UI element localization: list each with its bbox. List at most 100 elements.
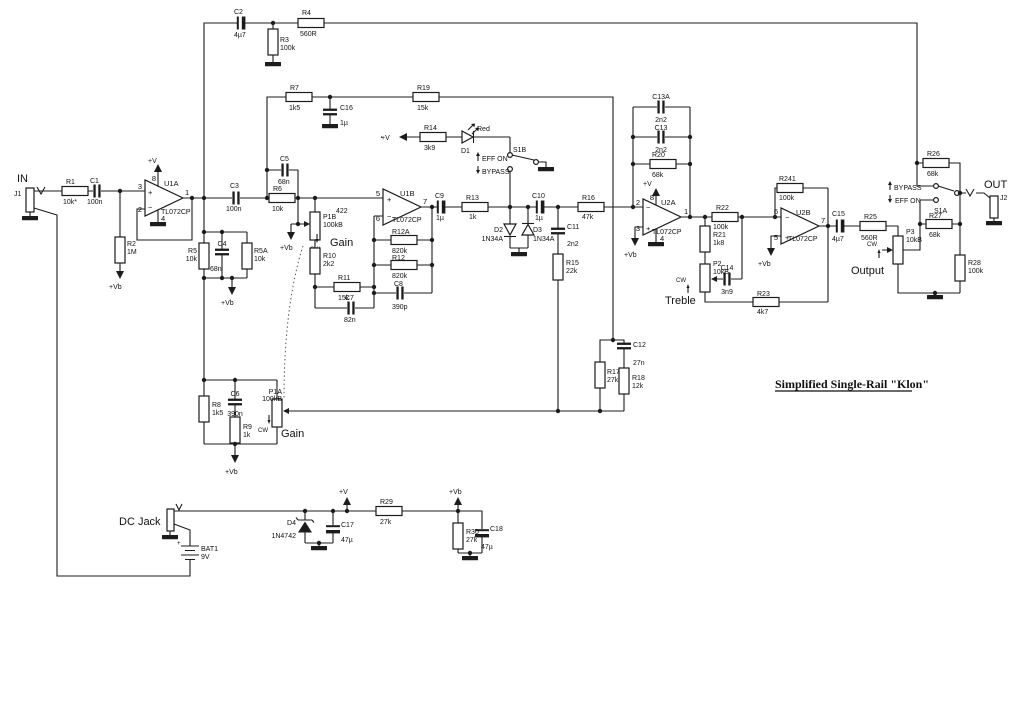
opamp-u1b: 5+ 6− 7 U1B TL072CP bbox=[376, 188, 427, 226]
svg-text:8: 8 bbox=[152, 174, 156, 183]
svg-text:3: 3 bbox=[636, 224, 640, 233]
svg-text:+Vb: +Vb bbox=[109, 284, 122, 291]
svg-text:68k: 68k bbox=[927, 171, 939, 178]
svg-text:27k: 27k bbox=[607, 377, 619, 384]
svg-text:1k8: 1k8 bbox=[713, 240, 724, 247]
svg-text:U1A: U1A bbox=[164, 179, 179, 188]
svg-text:+V: +V bbox=[643, 181, 652, 188]
svg-text:R5: R5 bbox=[188, 248, 197, 255]
svg-text:S1B: S1B bbox=[513, 147, 527, 154]
svg-text:2: 2 bbox=[138, 205, 142, 214]
switch-s1b[interactable]: EFF ON BYPASS S1B bbox=[476, 147, 554, 176]
svg-text:R20: R20 bbox=[652, 152, 665, 159]
dc-jack-label: DC Jack bbox=[119, 516, 161, 528]
svg-text:3n9: 3n9 bbox=[721, 289, 733, 296]
svg-text:1k: 1k bbox=[243, 432, 251, 439]
svg-text:R15: R15 bbox=[566, 260, 579, 267]
ground-icon bbox=[162, 535, 178, 540]
ground-icon bbox=[265, 62, 281, 67]
value: 10k* bbox=[63, 199, 77, 206]
svg-text:CW: CW bbox=[676, 278, 686, 284]
ref: R1 bbox=[66, 179, 75, 186]
svg-text:BYPASS: BYPASS bbox=[894, 185, 922, 192]
svg-text:C14: C14 bbox=[721, 265, 734, 272]
j1-ref: J1 bbox=[14, 191, 22, 198]
output-label: Output bbox=[851, 265, 884, 277]
svg-text:6: 6 bbox=[376, 214, 380, 223]
svg-text:390p: 390p bbox=[392, 304, 408, 311]
svg-text:27n: 27n bbox=[633, 360, 645, 367]
svg-text:68n: 68n bbox=[210, 266, 222, 273]
svg-text:−: − bbox=[785, 213, 790, 222]
switch-s1a[interactable]: BYPASS EFF ON S1A bbox=[888, 181, 961, 215]
vb-arrow-u2b: +Vb bbox=[758, 248, 775, 268]
ground-icon bbox=[986, 221, 1002, 226]
svg-text:100k: 100k bbox=[968, 268, 984, 275]
tip-contact bbox=[965, 188, 975, 198]
svg-text:R5A: R5A bbox=[254, 248, 268, 255]
svg-text:+: + bbox=[387, 195, 392, 204]
svg-text:100k: 100k bbox=[779, 195, 795, 202]
svg-text:R12: R12 bbox=[392, 255, 405, 262]
svg-text:100n: 100n bbox=[226, 206, 242, 213]
svg-text:R25: R25 bbox=[864, 214, 877, 221]
svg-text:+Vb: +Vb bbox=[225, 469, 238, 476]
svg-text:R4: R4 bbox=[302, 10, 311, 17]
svg-text:Simplified Single-Rail "Klon": Simplified Single-Rail "Klon" bbox=[775, 377, 929, 391]
svg-text:2n2: 2n2 bbox=[567, 241, 579, 248]
svg-text:+Vb: +Vb bbox=[449, 489, 462, 496]
svg-text:10k: 10k bbox=[272, 206, 284, 213]
in-label: IN bbox=[17, 173, 28, 185]
opamp-u2a: +V 2− 3+ 84 1 U2A TL072CP bbox=[636, 181, 688, 247]
svg-text:U2A: U2A bbox=[661, 198, 676, 207]
svg-text:+: + bbox=[148, 188, 153, 197]
svg-text:+: + bbox=[785, 233, 790, 242]
schematic-title: Simplified Single-Rail "Klon" bbox=[775, 377, 929, 392]
svg-text:C7: C7 bbox=[345, 295, 354, 302]
svg-text:10k: 10k bbox=[186, 256, 198, 263]
svg-text:C16: C16 bbox=[340, 105, 353, 112]
svg-text:R9: R9 bbox=[243, 424, 252, 431]
svg-text:1µ: 1µ bbox=[436, 215, 444, 222]
input-jack: IN J1 bbox=[14, 173, 46, 221]
svg-text:R30: R30 bbox=[466, 529, 479, 536]
ground-icon bbox=[927, 295, 943, 300]
svg-text:10kB: 10kB bbox=[713, 269, 729, 276]
ground-icon bbox=[22, 216, 38, 221]
junction-dots bbox=[117, 20, 963, 556]
svg-text:2n2: 2n2 bbox=[655, 117, 667, 124]
gain-label: Gain bbox=[330, 237, 353, 249]
svg-text:+V: +V bbox=[381, 135, 390, 142]
svg-text:+: + bbox=[646, 224, 651, 233]
ground-icon bbox=[538, 167, 554, 172]
svg-text:R3: R3 bbox=[280, 37, 289, 44]
svg-text:R7: R7 bbox=[290, 85, 299, 92]
cap-c9: C9 1µ bbox=[435, 193, 446, 222]
vb-arrow-lower: +Vb bbox=[225, 455, 239, 476]
svg-text:C9: C9 bbox=[435, 193, 444, 200]
svg-text:4: 4 bbox=[660, 234, 664, 243]
svg-text:R14: R14 bbox=[424, 125, 437, 132]
svg-text:U1B: U1B bbox=[400, 189, 415, 198]
